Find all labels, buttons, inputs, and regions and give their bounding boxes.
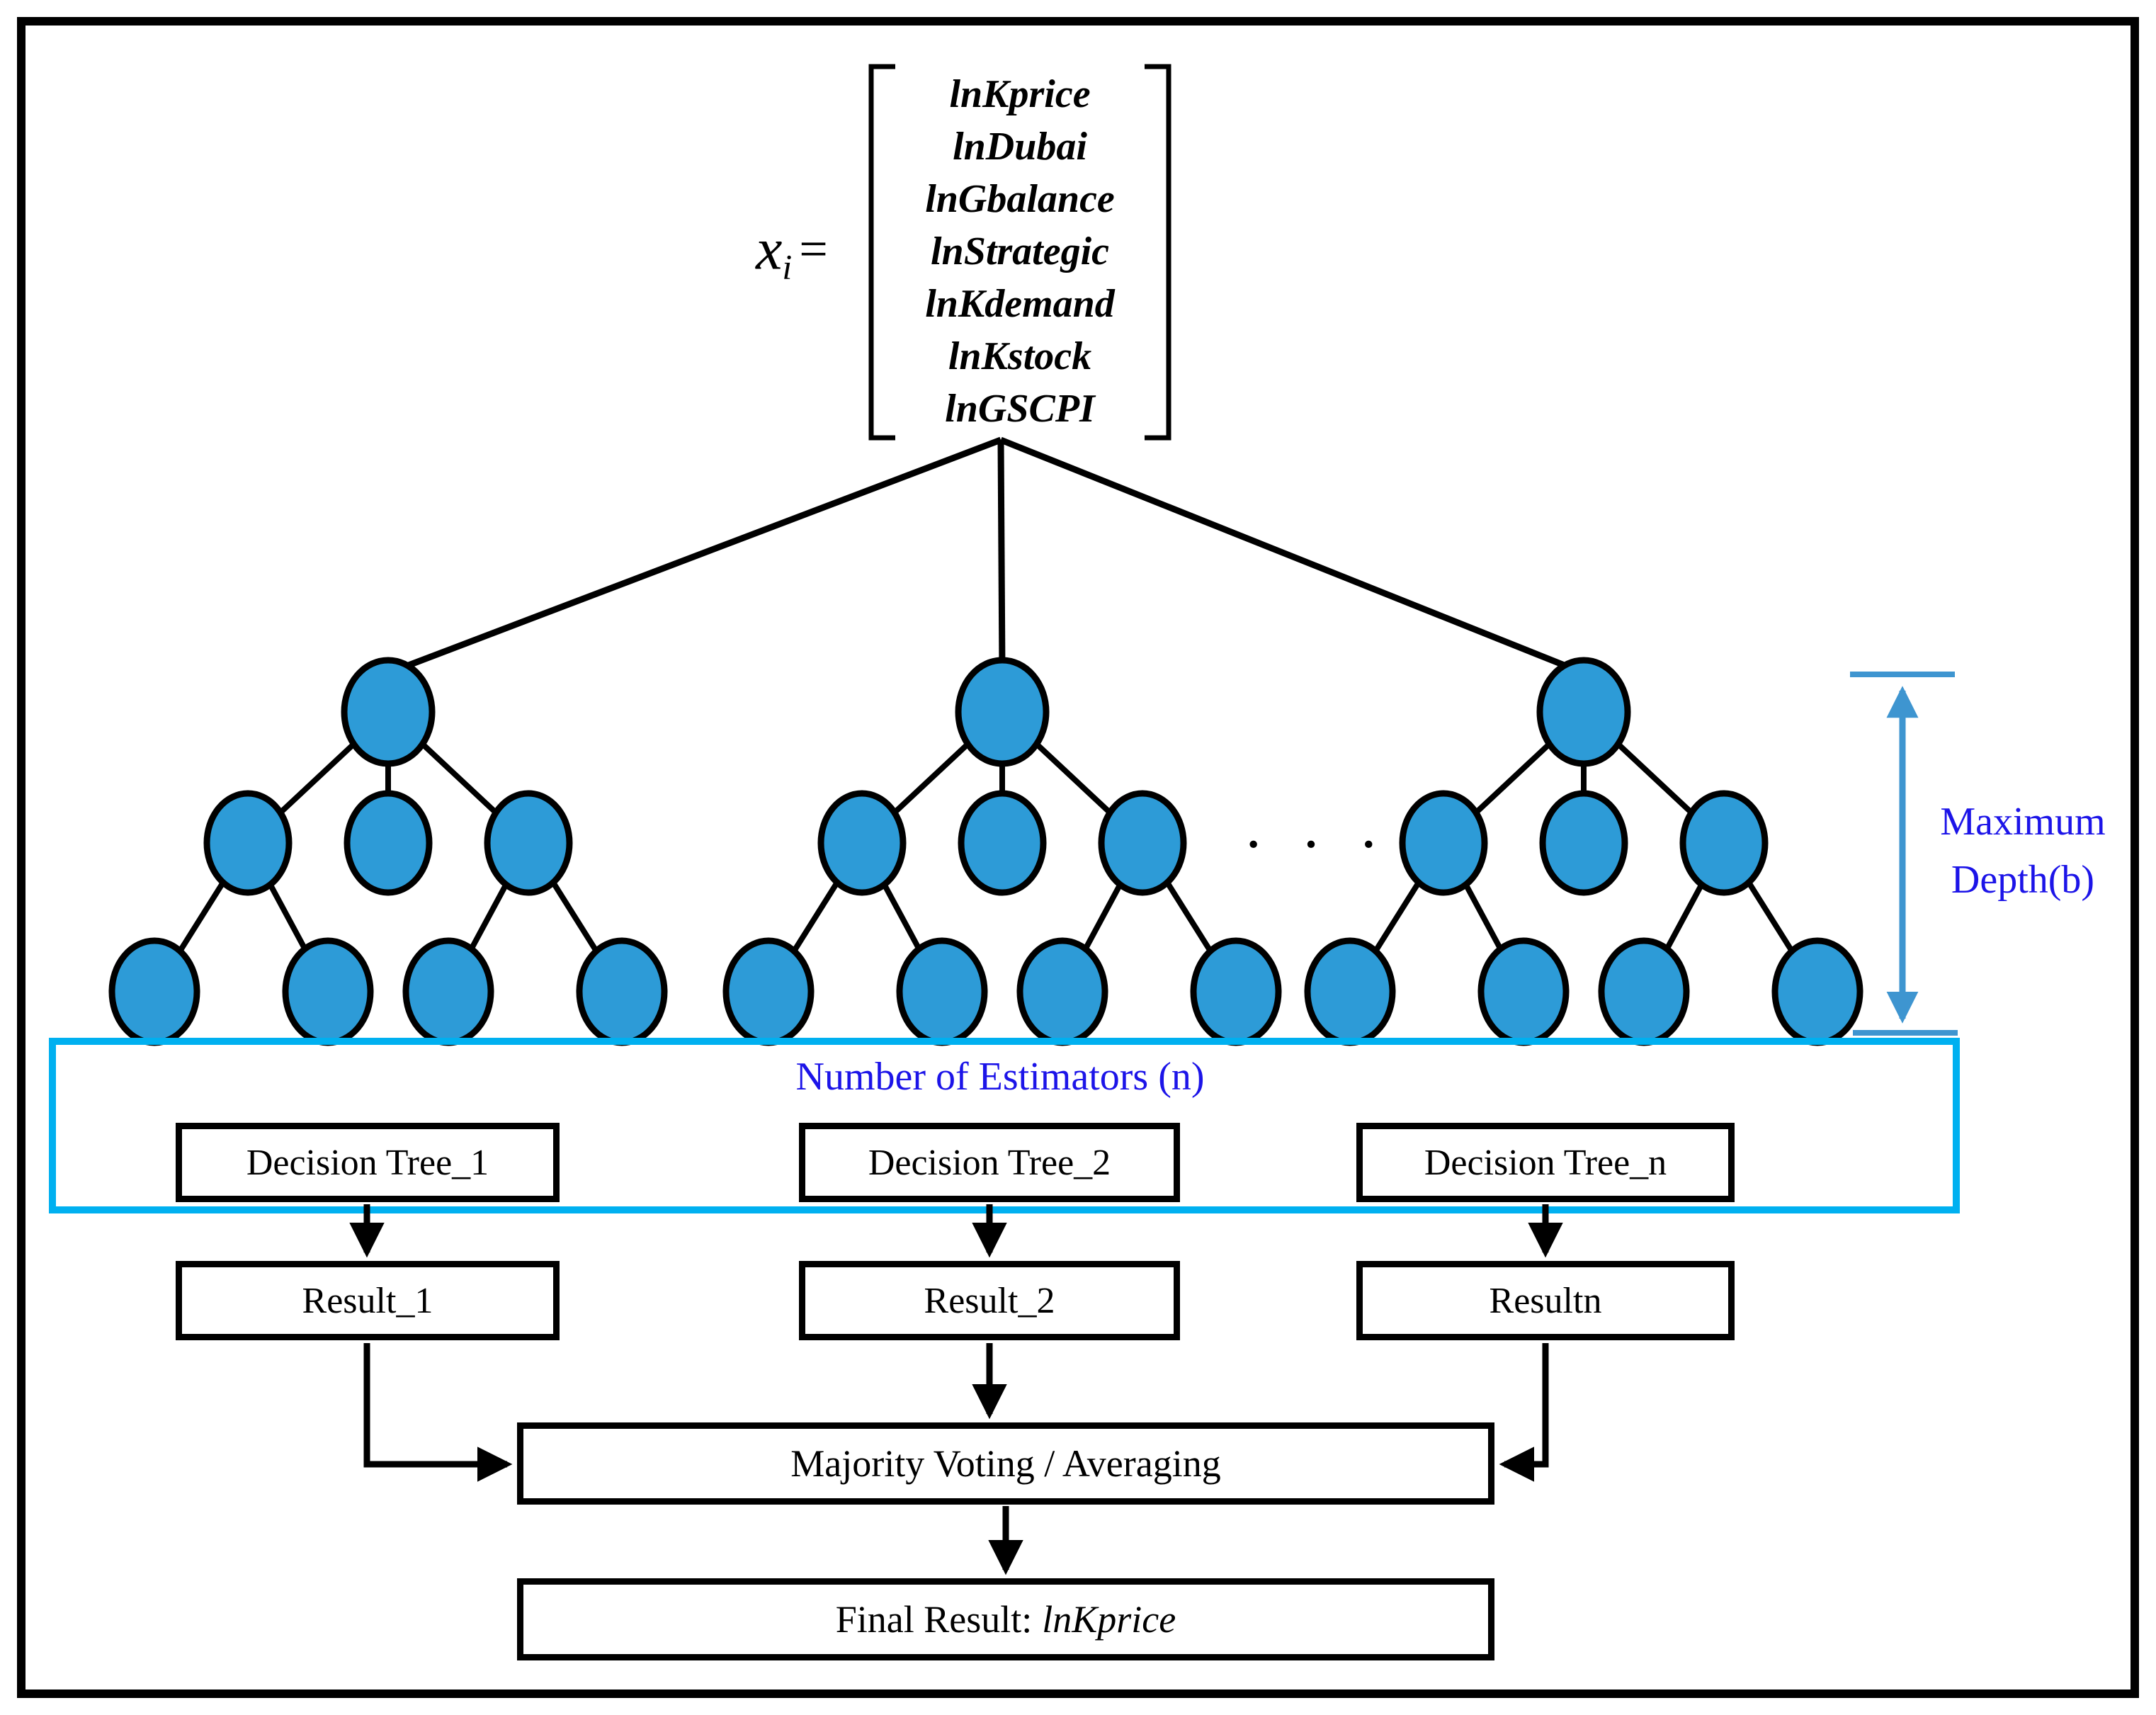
figure-border: [17, 17, 2139, 1698]
decision-tree-2-glyph: [726, 660, 1278, 1043]
arrow-result1-to-majority-icon: [363, 1343, 513, 1482]
decision-tree-2-label: Decision Tree_2: [868, 1142, 1111, 1183]
decision-tree-1-glyph: [112, 660, 664, 1043]
decision-tree-n-box: Decision Tree_n: [1356, 1123, 1735, 1202]
vector-entry: lnGbalance: [925, 177, 1115, 221]
vector-entry: lnGSCPI: [945, 387, 1095, 431]
arrow-resultn-to-majority-icon: [1499, 1343, 1549, 1482]
fan-lines: [387, 436, 1585, 677]
result-1-box: Result_1: [176, 1261, 560, 1340]
result-2-box: Result_2: [799, 1261, 1180, 1340]
vector-entry: lnKdemand: [925, 282, 1115, 326]
final-result-box: Final Result: lnKprice: [517, 1578, 1494, 1660]
final-result-value: lnKprice: [1042, 1598, 1176, 1641]
decision-tree-n-label: Decision Tree_n: [1424, 1142, 1667, 1183]
decision-tree-1-label: Decision Tree_1: [246, 1142, 489, 1183]
majority-voting-label: Majority Voting / Averaging: [790, 1442, 1221, 1485]
vector-symbol: x i =: [756, 215, 828, 287]
estimators-frame: [49, 1038, 1960, 1213]
vector-symbol-subscript: i: [782, 247, 793, 286]
max-depth-label-line1: Maximum: [1940, 800, 2106, 844]
final-result-prefix: Final Result:: [835, 1598, 1033, 1641]
vector-entry: lnKstock: [948, 334, 1092, 378]
result-2-label: Result_2: [924, 1280, 1055, 1321]
number-of-estimators-label: Number of Estimators (n): [795, 1055, 1205, 1099]
max-depth-label-line2: Depth(b): [1951, 858, 2095, 902]
decision-tree-1-box: Decision Tree_1: [176, 1123, 560, 1202]
result-n-box: Resultn: [1356, 1261, 1735, 1340]
vector-right-bracket: [1145, 64, 1171, 441]
vector-entry: lnKprice: [949, 72, 1091, 116]
vector-equals-sign: =: [799, 220, 828, 278]
vector-entry: lnDubai: [953, 125, 1087, 169]
result-n-label: Resultn: [1489, 1280, 1602, 1321]
input-vector-entries: lnKprice lnDubai lnGbalance lnStrategic …: [925, 68, 1115, 435]
flow-arrows: [349, 1204, 1563, 1575]
majority-voting-box: Majority Voting / Averaging: [517, 1422, 1494, 1505]
vector-entry: lnStrategic: [930, 230, 1110, 273]
max-depth-dimension: [1850, 672, 1958, 1036]
vector-left-bracket: [868, 64, 895, 441]
decision-tree-2-box: Decision Tree_2: [799, 1123, 1180, 1202]
result-1-label: Result_1: [302, 1280, 433, 1321]
ellipsis-between-trees: · · ·: [1245, 819, 1392, 869]
vector-symbol-x: x: [756, 216, 783, 283]
